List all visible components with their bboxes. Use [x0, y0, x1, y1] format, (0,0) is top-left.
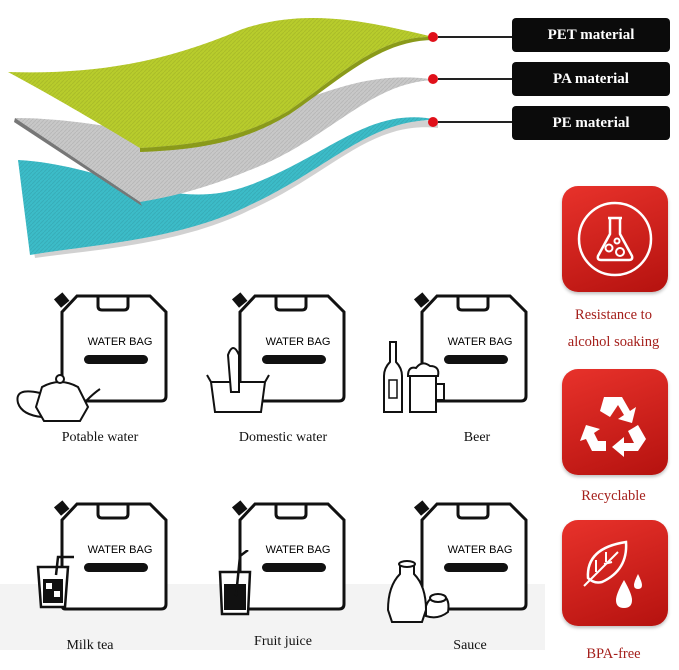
- leaf-drop-icon: [583, 540, 642, 608]
- use-label: Milk tea: [66, 638, 114, 653]
- feature-alcohol-resistance-badge: [562, 186, 668, 292]
- bag-text: WATER BAG: [265, 336, 331, 348]
- recycle-icon: [580, 397, 646, 457]
- use-label: Domestic water: [238, 430, 328, 445]
- feature-bpa-free-badge: [562, 520, 668, 626]
- teapot-icon: [16, 374, 101, 422]
- feature-recyclable-badge: [562, 369, 668, 475]
- use-potable-water: WATER BAG Potable water: [10, 292, 180, 462]
- iced-drink-icon: [36, 555, 74, 609]
- sauce-bottle-icon: [386, 560, 450, 623]
- feature-label: Resistance to: [575, 307, 652, 323]
- feature-label: BPA-free: [586, 646, 641, 662]
- bag-text: WATER BAG: [87, 336, 153, 348]
- use-beer: WATER BAG Beer: [370, 292, 540, 462]
- beer-icon: [383, 341, 445, 413]
- use-fruit-juice: WATER BAG Fruit juice: [188, 500, 358, 670]
- pa-marker-dot: [428, 74, 438, 84]
- pe-leader-line: [438, 121, 512, 123]
- feature-label: Recyclable: [581, 488, 646, 504]
- flask-icon: [577, 201, 653, 277]
- pet-marker-dot: [428, 32, 438, 42]
- use-label: Potable water: [61, 430, 139, 445]
- pa-leader-line: [438, 78, 512, 80]
- bag-text: WATER BAG: [265, 544, 331, 556]
- hand-washing-icon: [206, 347, 270, 413]
- pet-layer: [8, 18, 434, 152]
- pe-layer: [18, 117, 438, 258]
- bag-text: WATER BAG: [447, 336, 513, 348]
- use-sauce: WATER BAG Sauce: [370, 500, 540, 670]
- pe-marker-dot: [428, 117, 438, 127]
- bag-text: WATER BAG: [447, 544, 513, 556]
- material-layers-illustration: [8, 18, 438, 258]
- feature-label: alcohol soaking: [567, 334, 660, 350]
- use-label: Sauce: [453, 638, 487, 653]
- pa-material-label: PA material: [512, 62, 670, 96]
- bag-text: WATER BAG: [87, 544, 153, 556]
- use-label: Fruit juice: [254, 634, 312, 649]
- juice-glass-icon: [218, 550, 252, 616]
- use-milk-tea: WATER BAG Milk tea: [10, 500, 180, 670]
- use-label: Beer: [463, 430, 491, 445]
- pet-material-label: PET material: [512, 18, 670, 52]
- use-domestic-water: WATER BAG Domestic water: [188, 292, 358, 462]
- pet-leader-line: [438, 36, 512, 38]
- pe-material-label: PE material: [512, 106, 670, 140]
